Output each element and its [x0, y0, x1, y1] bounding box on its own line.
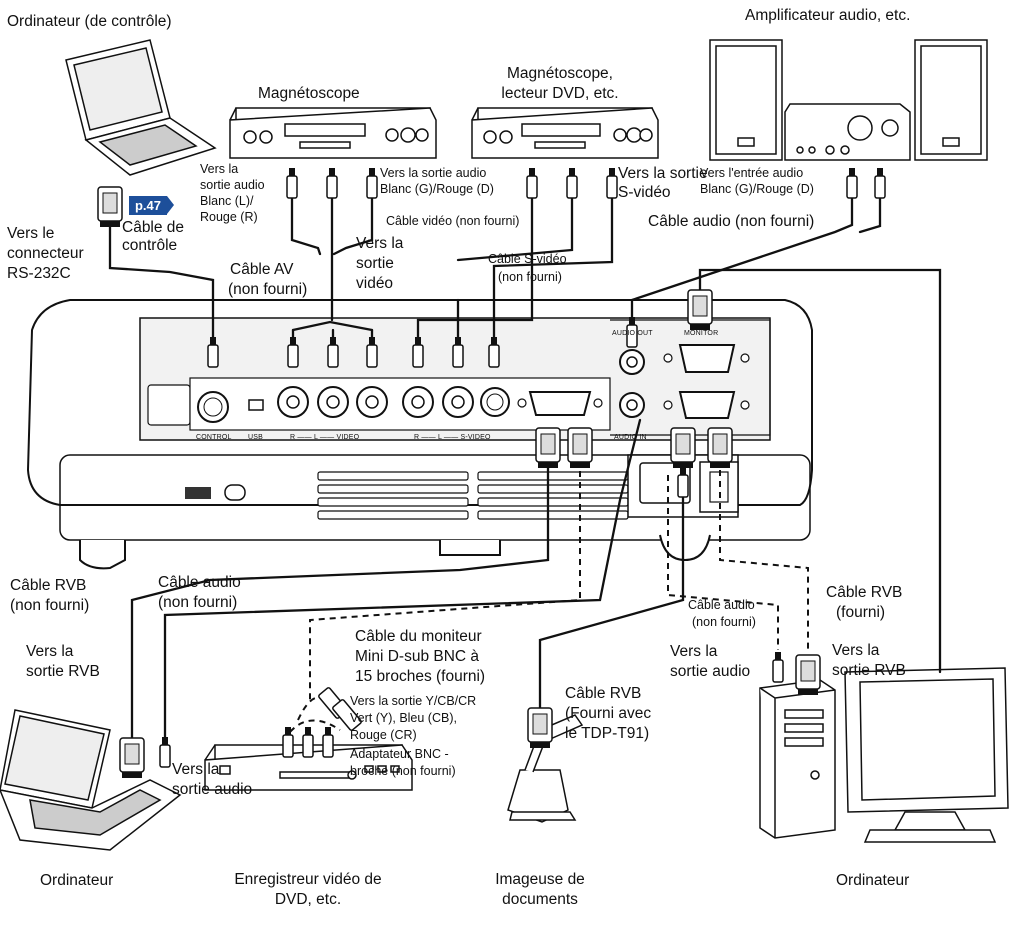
label-svideo-cable-1: Câble S-vidéo: [488, 252, 567, 266]
tower-pc-device: [759, 679, 836, 839]
panel-label-monitor: MONITOR: [684, 330, 719, 337]
label-monitor-cable-3: 15 broches (fourni): [355, 668, 486, 685]
label-pc-bottom-left: Ordinateur: [40, 872, 114, 889]
label-amp-in-1: Vers l'entrée audio: [700, 166, 804, 180]
laptop-bottom: [0, 709, 182, 851]
label-rgb-cable-tdp-3: le TDP-T91): [565, 725, 650, 742]
label-svideo-out-1: Vers la sortie: [618, 165, 708, 182]
label-pc-control: Ordinateur (de contrôle): [7, 13, 172, 30]
label-video-out-1: Vers la: [356, 235, 404, 252]
panel-label-control: CONTROL: [196, 434, 232, 441]
label-rs232-3: RS-232C: [7, 265, 71, 282]
label-av-cable-1: Câble AV: [230, 261, 294, 278]
panel-ports: [197, 344, 750, 423]
cables: [108, 188, 942, 740]
label-dvd-recorder-2: DVD, etc.: [274, 891, 342, 908]
vcr-device: [229, 107, 437, 159]
label-audio-out-right-2: sortie audio: [670, 663, 751, 680]
label-rgb-cable-right-1: Câble RVB: [826, 584, 903, 601]
label-video-out-3: vidéo: [356, 275, 394, 292]
label-bnc-adapter-1: Adaptateur BNC -: [350, 747, 449, 761]
label-amp-in-2: Blanc (G)/Rouge (D): [700, 182, 814, 196]
label-ycbcr-2: Vert (Y), Bleu (CB),: [350, 711, 457, 725]
label-monitor-cable-2: Mini D-sub BNC à: [355, 648, 480, 665]
label-doc-imager-1: Imageuse de: [495, 871, 585, 888]
label-vcr: Magnétoscope: [258, 85, 360, 102]
label-rs232-2: connecteur: [7, 245, 84, 262]
vcr-dvd-device: [471, 107, 659, 159]
label-ycbcr-1: Vers la sortie Y/CB/CR: [350, 694, 477, 708]
label-vcr-audio-2: sortie audio: [200, 178, 265, 192]
label-audio-cable-right-1: Câble audio: [688, 598, 755, 612]
label-vcr-audio-4: Rouge (R): [200, 210, 258, 224]
panel-label-audio-in: AUDIO IN: [614, 434, 647, 441]
panel-label-svideo: R —— L —— S-VIDEO: [414, 434, 491, 441]
label-control-cable-1: Câble de: [122, 219, 185, 236]
laptop-control: [65, 39, 217, 176]
label-vcr-audio-3: Blanc (L)/: [200, 194, 254, 208]
panel-label-audio-out: AUDIO OUT: [612, 330, 653, 337]
label-audio-out-left-2: sortie audio: [172, 781, 253, 798]
label-audio-out-right-1: Vers la: [670, 643, 718, 660]
label-audio-cable-left-2: (non fourni): [158, 594, 238, 611]
label-vcr-dvd-1: Magnétoscope,: [507, 65, 613, 82]
document-imager-device: [507, 714, 584, 823]
label-rgb-cable-left-1: Câble RVB: [10, 577, 87, 594]
label-control-cable-2: contrôle: [122, 237, 178, 254]
label-rgb-cable-tdp-2: (Fourni avec: [565, 705, 652, 722]
label-audio-cable-top: Câble audio (non fourni): [648, 213, 815, 230]
dashed-cables: [289, 460, 809, 733]
panel-label-video: R —— L —— VIDEO: [290, 434, 360, 441]
label-rgb-out-left-1: Vers la: [26, 643, 74, 660]
label-rgb-out-left-2: sortie RVB: [26, 663, 100, 680]
amplifier-device: [709, 39, 988, 161]
label-rgb-out-right-1: Vers la: [832, 642, 880, 659]
label-rs232-1: Vers le: [7, 225, 55, 242]
page-ref-badge[interactable]: p.47: [129, 196, 174, 215]
bnc-plugs: [318, 687, 362, 731]
label-audio-out-left-1: Vers la: [172, 761, 220, 778]
label-vcr-audio-1: Vers la: [200, 162, 239, 176]
label-rgb-cable-left-2: (non fourni): [10, 597, 90, 614]
label-svideo-out-2: S-vidéo: [618, 184, 671, 201]
label-ycbcr-3: Rouge (CR): [350, 728, 417, 742]
label-audio-cable-left-1: Câble audio: [158, 574, 241, 591]
panel-label-usb: USB: [248, 434, 263, 441]
monitor-device: [844, 667, 1009, 843]
label-dvd-recorder-1: Enregistreur vidéo de: [234, 871, 382, 888]
label-rgb-cable-right-2: (fourni): [836, 604, 886, 621]
label-av-cable-2: (non fourni): [228, 281, 308, 298]
label-dvd-audio-2: Blanc (G)/Rouge (D): [380, 182, 494, 196]
label-video-out-2: sortie: [356, 255, 394, 272]
label-vcr-dvd-2: lecteur DVD, etc.: [501, 85, 619, 102]
label-rgb-out-right-2: sortie RVB: [832, 662, 906, 679]
label-doc-imager-2: documents: [502, 891, 578, 908]
label-pc-bottom-right: Ordinateur: [836, 872, 910, 889]
label-svideo-cable-2: (non fourni): [498, 270, 562, 284]
label-amplifier: Amplificateur audio, etc.: [745, 7, 911, 24]
label-dvd-audio-1: Vers la sortie audio: [380, 166, 487, 180]
label-bnc-adapter-2: broche (non fourni): [350, 764, 456, 778]
label-audio-cable-right-2: (non fourni): [692, 615, 756, 629]
label-rgb-cable-tdp-1: Câble RVB: [565, 685, 642, 702]
label-monitor-cable-1: Câble du moniteur: [355, 628, 482, 645]
label-video-cable: Câble vidéo (non fourni): [386, 214, 520, 228]
